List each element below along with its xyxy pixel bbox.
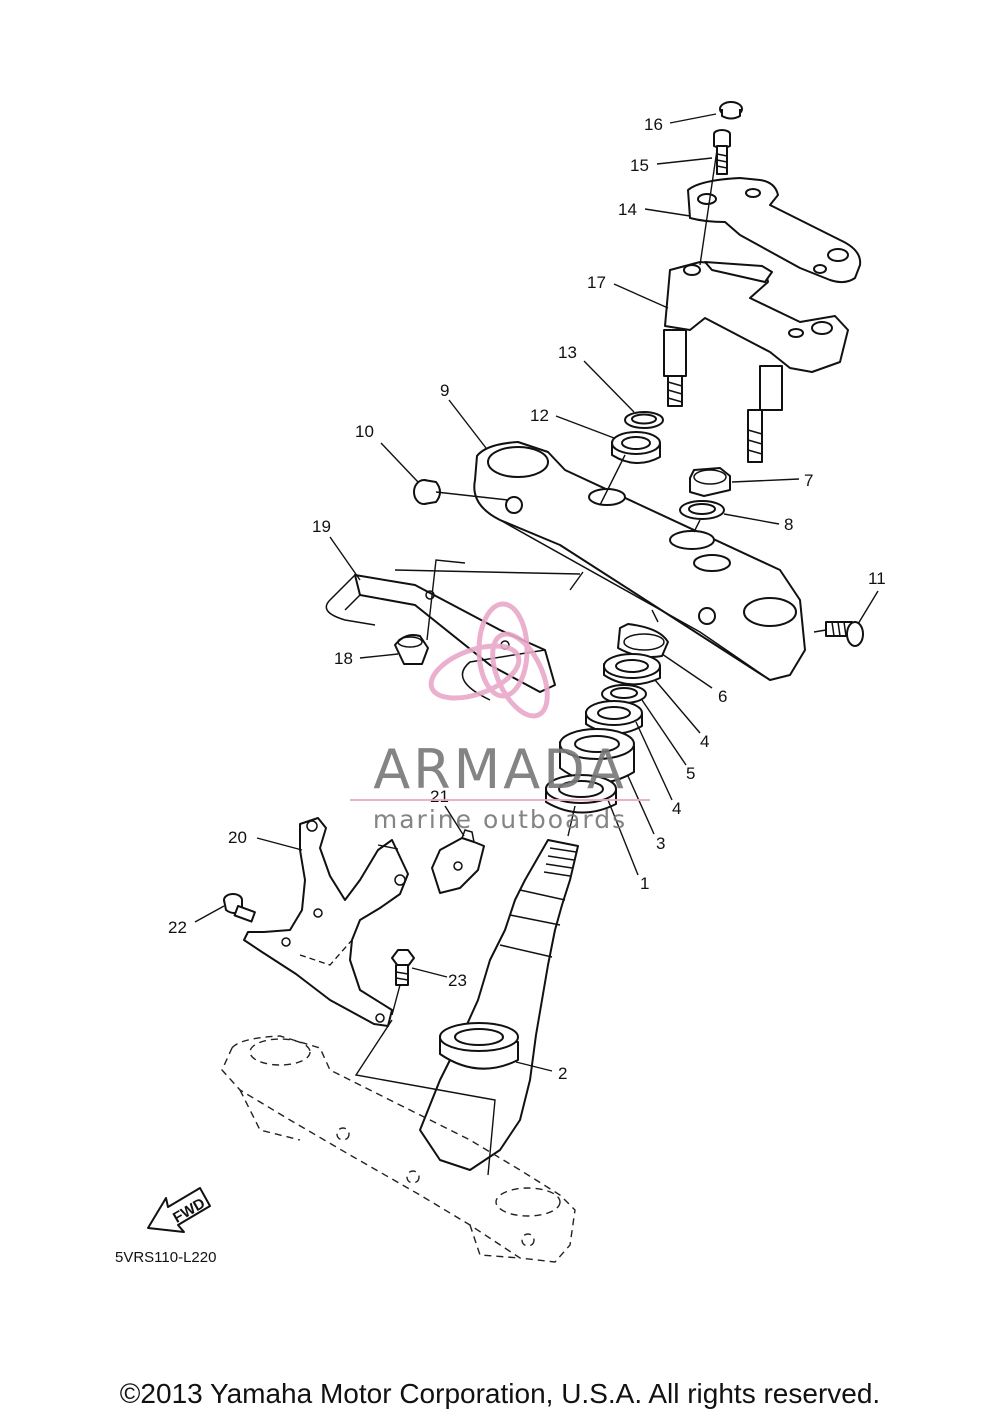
callout-17: 17 bbox=[587, 273, 606, 292]
callout-8: 8 bbox=[784, 515, 793, 534]
callout-21: 21 bbox=[430, 787, 449, 806]
callout-4-upper: 4 bbox=[700, 732, 709, 751]
callout-18: 18 bbox=[334, 649, 353, 668]
callout-22: 22 bbox=[168, 918, 187, 937]
rubber-washer-5 bbox=[601, 684, 647, 704]
callout-12: 12 bbox=[530, 406, 549, 425]
under-bracket bbox=[221, 1035, 576, 1263]
leader-lines bbox=[194, 113, 879, 1072]
steering-stem bbox=[419, 839, 579, 1171]
callout-9: 9 bbox=[440, 381, 449, 400]
diagram-code: 5VRS110-L220 bbox=[115, 1249, 216, 1266]
callout-20: 20 bbox=[228, 828, 247, 847]
clamp-21 bbox=[431, 829, 485, 894]
bolt-22 bbox=[223, 893, 256, 923]
callout-23: 23 bbox=[448, 971, 467, 990]
callout-7: 7 bbox=[804, 471, 813, 490]
callout-11: 11 bbox=[868, 569, 886, 588]
handlebar-holder-lower-17 bbox=[663, 261, 849, 463]
nut-7 bbox=[689, 467, 731, 497]
copyright-notice: ©2013 Yamaha Motor Corporation, U.S.A. A… bbox=[119, 1378, 881, 1409]
bracket-20 bbox=[243, 817, 409, 1027]
ball-race-1 bbox=[545, 774, 617, 814]
callout-2: 2 bbox=[558, 1064, 567, 1083]
callout-4-lower: 4 bbox=[672, 799, 681, 818]
callout-1: 1 bbox=[640, 874, 649, 893]
callout-14: 14 bbox=[618, 200, 637, 219]
ring-nut-4-upper bbox=[603, 653, 661, 686]
cap-10 bbox=[413, 479, 441, 505]
watermark-tagline: marine outboards bbox=[373, 805, 627, 834]
callout-6: 6 bbox=[718, 687, 727, 706]
cap-16 bbox=[719, 101, 743, 120]
lock-washer-6 bbox=[617, 623, 669, 658]
assembly-lines bbox=[354, 149, 827, 1176]
watermark-brand: ARMADA bbox=[373, 738, 627, 801]
upper-bracket-9 bbox=[473, 441, 806, 681]
callout-16: 16 bbox=[644, 115, 663, 134]
handlebar-holder-upper-14 bbox=[687, 177, 862, 284]
washer-8 bbox=[679, 500, 725, 520]
washer-13 bbox=[624, 411, 664, 429]
bolt-11 bbox=[825, 621, 864, 647]
callout-19: 19 bbox=[312, 517, 331, 536]
callout-15: 15 bbox=[630, 156, 649, 175]
fwd-arrow-icon: FWD bbox=[147, 1187, 211, 1233]
callout-labels: 16 15 14 17 13 12 9 10 7 8 19 11 18 6 4 … bbox=[168, 115, 886, 1083]
watermark: ARMADA marine outboards bbox=[350, 601, 650, 834]
callout-10: 10 bbox=[355, 422, 374, 441]
callout-5: 5 bbox=[686, 764, 695, 783]
callout-13: 13 bbox=[558, 343, 577, 362]
watermark-logo-icon bbox=[428, 601, 550, 719]
nut-18 bbox=[394, 634, 429, 665]
bolt-15 bbox=[713, 129, 731, 175]
bolt-23 bbox=[391, 949, 415, 986]
collar-12 bbox=[611, 431, 661, 464]
callout-3: 3 bbox=[656, 834, 665, 853]
bearing-2 bbox=[439, 1022, 519, 1070]
